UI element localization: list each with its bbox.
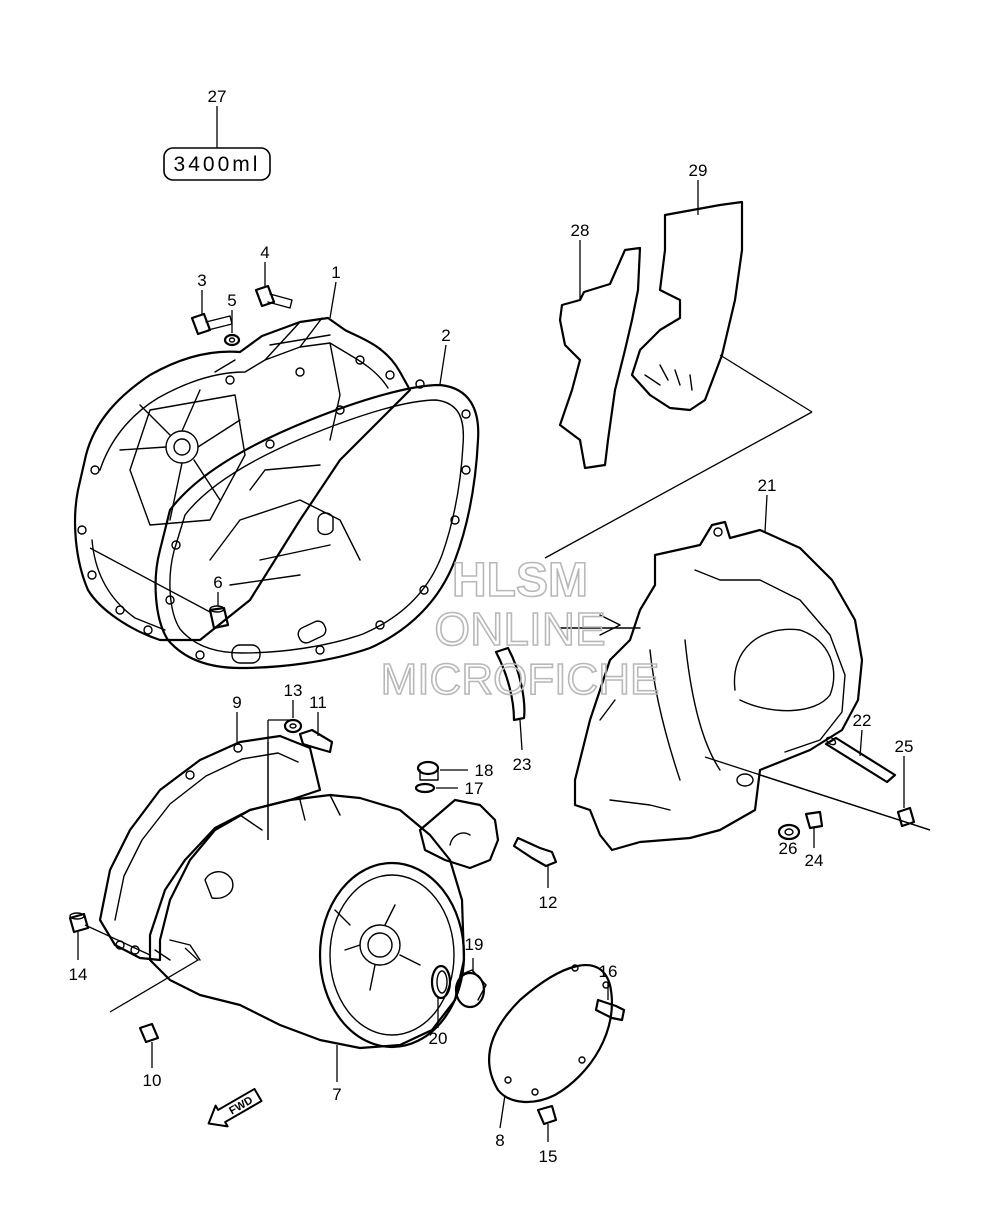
callout-13: 13	[284, 681, 303, 700]
oring-17	[414, 782, 458, 794]
plug-18	[416, 760, 468, 781]
callout-12: 12	[539, 893, 558, 912]
cap-19	[454, 958, 487, 1009]
washer-5	[223, 310, 241, 347]
callout-labels: 27 29 28 4 1 3 5 2 21 6 13 9 11 22 25 23…	[69, 87, 914, 1166]
washer-13	[283, 700, 303, 734]
callout-17: 17	[465, 779, 484, 798]
callout-19: 19	[465, 935, 484, 954]
bolt-16	[594, 982, 626, 1022]
callout-11: 11	[309, 693, 327, 712]
bolt-24	[804, 810, 824, 848]
dowel-pin-upper	[89, 547, 230, 630]
callout-27: 27	[208, 87, 227, 106]
oring-20	[430, 964, 452, 1028]
callout-8: 8	[495, 1131, 504, 1150]
callout-22: 22	[853, 711, 872, 730]
callout-5: 5	[227, 291, 236, 310]
callout-1: 1	[331, 263, 340, 282]
watermark-line-2: ONLINE	[434, 603, 605, 655]
callout-15: 15	[539, 1147, 558, 1166]
bracket-12	[418, 798, 558, 888]
callout-26: 26	[779, 839, 798, 858]
watermark-line-3: MICROFICHE	[381, 655, 660, 704]
plate-28	[558, 240, 642, 470]
watermark: HLSM ONLINE MICROFICHE	[380, 553, 660, 705]
callout-23: 23	[513, 755, 532, 774]
shaft-22	[824, 729, 897, 784]
callout-10: 10	[143, 1071, 162, 1090]
oil-capacity-label: 3400ml	[163, 106, 271, 181]
crankcase-cover	[148, 793, 466, 1082]
callout-24: 24	[805, 851, 824, 870]
bolt-11	[298, 712, 334, 754]
callout-18: 18	[475, 761, 494, 780]
lower-gasket	[98, 712, 322, 962]
bolt-4	[254, 262, 293, 309]
callout-6: 6	[213, 573, 222, 592]
callout-29: 29	[689, 161, 708, 180]
plate-29	[630, 180, 744, 412]
callout-20: 20	[429, 1029, 448, 1048]
callout-4: 4	[260, 243, 269, 262]
callout-14: 14	[69, 965, 88, 984]
bolt-15	[536, 1104, 558, 1142]
watermark-line-1: HLSM	[452, 554, 588, 607]
callout-16: 16	[599, 962, 618, 981]
callout-28: 28	[571, 221, 590, 240]
strip-23	[494, 646, 526, 751]
callout-25: 25	[895, 737, 914, 756]
bolt-3	[190, 290, 233, 336]
clutch-cover	[73, 316, 412, 642]
round-cover-plate	[487, 964, 613, 1129]
callout-2: 2	[441, 326, 450, 345]
callout-21: 21	[758, 476, 777, 495]
callout-3: 3	[197, 271, 206, 290]
cap-25	[896, 756, 916, 828]
callout-9: 9	[232, 693, 241, 712]
grommet-26	[777, 823, 801, 841]
oil-capacity-text: 3400ml	[174, 153, 261, 176]
dowel-pin-lower	[68, 912, 151, 960]
bolt-10	[109, 947, 200, 1068]
callout-7: 7	[332, 1085, 341, 1104]
forward-arrow-icon: FWD	[207, 1087, 263, 1128]
cover-gasket	[154, 379, 480, 670]
